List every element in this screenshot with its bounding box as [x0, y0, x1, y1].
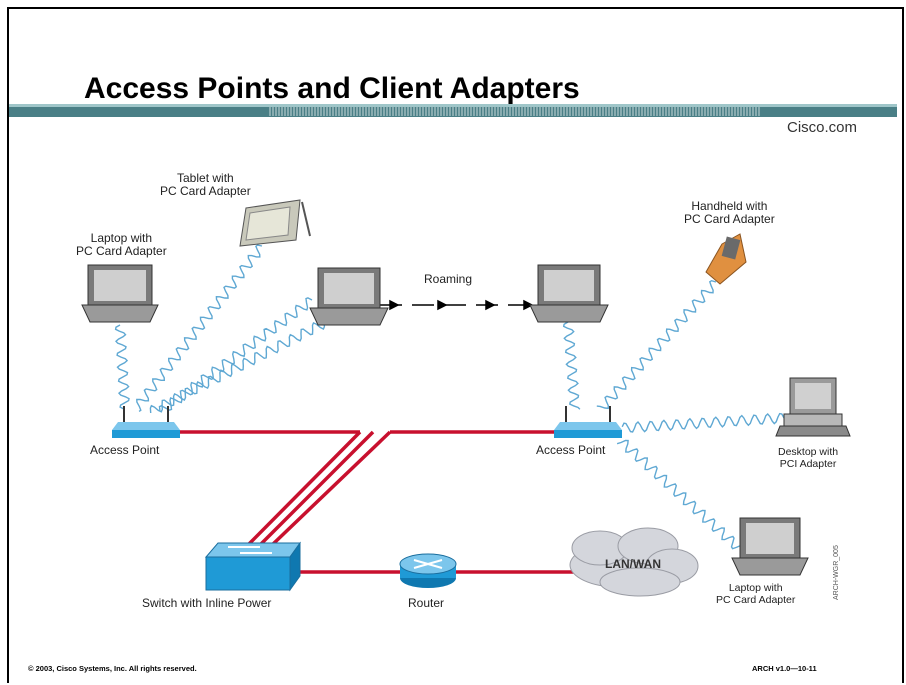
- access-point-right-icon: [554, 406, 622, 438]
- switch-label: Switch with Inline Power: [142, 596, 272, 610]
- laptop-right-label: Laptop with PC Card Adapter: [716, 582, 795, 606]
- header-bar-highlight: [9, 104, 897, 107]
- access-point-left-icon: [112, 406, 180, 438]
- laptop-left-label-line2: PC Card Adapter: [76, 244, 167, 258]
- link-cross-2: [258, 430, 375, 547]
- radio-roam-a: [149, 316, 331, 414]
- radio-roam-b: [562, 321, 581, 410]
- course-id: ARCH v1.0—10-11: [752, 664, 817, 673]
- tablet-icon: [239, 199, 311, 247]
- brand-label: Cisco.com: [787, 119, 858, 136]
- radio-links: [114, 244, 785, 561]
- desktop-icon: [775, 377, 851, 437]
- laptop-right-icon: [731, 517, 809, 576]
- router-label: Router: [408, 596, 445, 610]
- desktop-label: Desktop with PCI Adapter: [778, 446, 838, 470]
- slide-frame: [7, 7, 904, 683]
- roaming-label: Roaming: [424, 272, 473, 286]
- laptop-roam-a-icon: [309, 267, 389, 326]
- link-cross-1: [246, 430, 362, 547]
- handheld-icon: [705, 233, 747, 285]
- side-code: ARCH-WGR_005: [833, 545, 840, 600]
- laptop-roam-b-icon: [529, 264, 609, 323]
- desktop-label-line1: Desktop with: [778, 446, 839, 458]
- handheld-label: Handheld with PC Card Adapter: [684, 200, 775, 226]
- laptop-right-label-line2: PC Card Adapter: [716, 594, 796, 606]
- laptop-left-label: Laptop with PC Card Adapter: [76, 232, 167, 258]
- radio-handheld: [596, 279, 717, 410]
- switch-icon: [204, 541, 301, 592]
- tablet-label-line1: Tablet with: [177, 171, 234, 185]
- link-cross-3: [270, 430, 392, 547]
- lan-wan-cloud-icon: [569, 527, 699, 597]
- tablet-label: Tablet with PC Card Adapter: [160, 172, 251, 198]
- laptop-left-icon: [81, 264, 159, 323]
- laptop-right-label-line1: Laptop with: [728, 582, 783, 594]
- laptop-left-label-line1: Laptop with: [90, 231, 153, 245]
- copyright: © 2003, Cisco Systems, Inc. All rights r…: [28, 664, 197, 673]
- radio-roam-a2: [158, 297, 313, 411]
- router-icon: [399, 553, 457, 588]
- radio-laptop-left: [114, 324, 130, 410]
- handheld-label-line2: PC Card Adapter: [684, 212, 775, 226]
- header-bar-ticks: [269, 107, 760, 116]
- access-point-right-label: Access Point: [536, 443, 606, 457]
- tablet-label-line2: PC Card Adapter: [160, 184, 251, 198]
- radio-laptop-right: [616, 439, 755, 561]
- desktop-label-line2: PCI Adapter: [779, 458, 837, 470]
- slide-title: Access Points and Client Adapters: [84, 72, 580, 105]
- access-point-left-label: Access Point: [90, 443, 160, 457]
- cloud-label: LAN/WAN: [605, 557, 661, 571]
- radio-tablet: [136, 244, 263, 412]
- handheld-label-line1: Handheld with: [691, 199, 768, 213]
- radio-desktop: [621, 412, 785, 433]
- roaming-arrow: [380, 299, 534, 311]
